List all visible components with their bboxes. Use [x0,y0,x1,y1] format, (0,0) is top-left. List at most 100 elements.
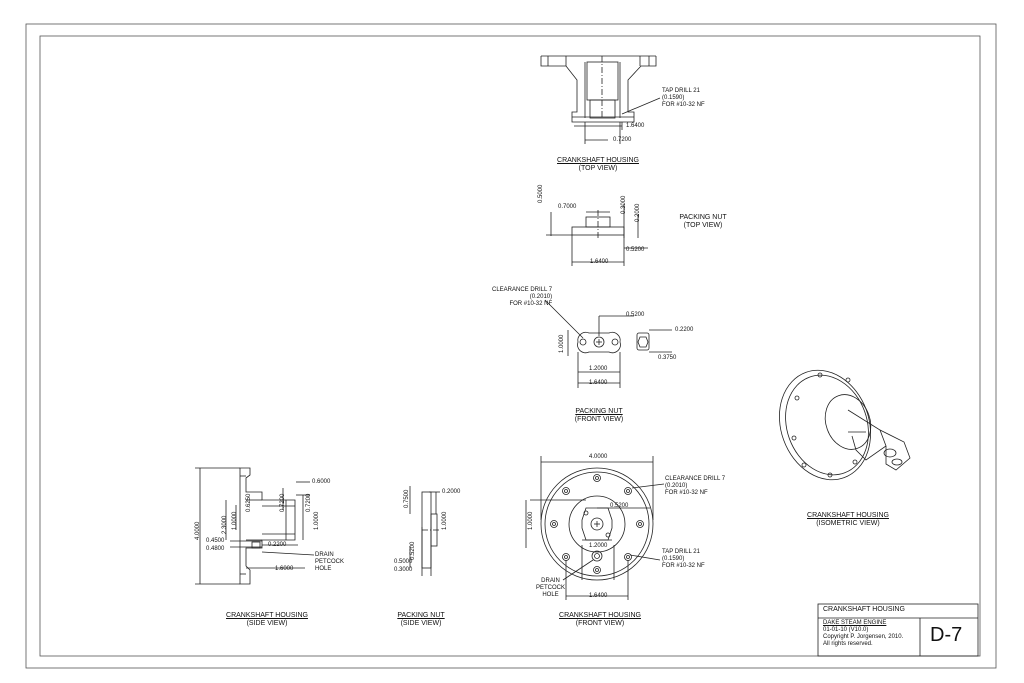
caption-title: CRANKSHAFT HOUSING [807,512,889,519]
dim-label: 0.7200 [613,137,632,143]
dim-label: 1.6400 [626,123,645,129]
caption-title: CRANKSHAFT HOUSING [226,612,308,619]
caption-title: PACKING NUT [397,612,445,619]
housing-top-view [540,55,661,144]
dim-label: 0.4500 [206,538,225,544]
note-line: FOR #10-32 NF [665,490,708,496]
view-caption-housing-front: CRANKSHAFT HOUSING (FRONT VIEW) [550,612,650,628]
inner-border [39,35,981,657]
dim-label: 0.6000 [312,479,331,485]
dim-label: 0.5000 [538,184,544,203]
title-block-sheet-number: D-7 [930,624,963,646]
view-caption-nut-side: PACKING NUT (SIDE VIEW) [386,612,456,628]
title-block-date: 01-01-10 (V10.0) [823,627,869,633]
caption-title: PACKING NUT [575,408,623,415]
note-line: (0.2010) [529,294,553,300]
view-caption-housing-iso: CRANKSHAFT HOUSING (ISOMETRIC VIEW) [798,512,898,528]
tap-drill-note-housing: TAP DRILL 21 (0.1590) FOR #10-32 NF [662,549,705,570]
clearance-note-housing: CLEARANCE DRILL 7 (0.2010) FOR #10-32 NF [665,476,725,497]
dim-label: 1.2000 [589,543,608,549]
note-line: (0.2010) [665,483,688,489]
caption-subtitle: (TOP VIEW) [683,222,723,229]
dim-label: 0.2200 [268,542,287,548]
caption-title: CRANKSHAFT HOUSING [559,612,641,619]
nut-top-view [546,204,648,266]
note-line: PETCOCK [536,585,566,591]
clearance-note-nut: CLEARANCE DRILL 7 (0.2010) FOR #10-32 NF [492,287,552,308]
dim-label: 0.5200 [610,503,629,509]
dim-label: 0.2200 [675,327,694,333]
note-line: DRAIN [541,578,560,584]
view-caption-housing-top: CRANKSHAFT HOUSING (TOP VIEW) [548,157,648,173]
note-line: (0.1590) [662,95,685,101]
nut-front-view [544,299,672,388]
dim-label: 1.2000 [589,366,608,372]
dim-label: 0.5200 [626,312,645,318]
housing-side-view [195,467,315,585]
note-line: TAP DRILL 21 [662,88,700,94]
note-line: HOLE [542,592,559,598]
title-block-rights: All rights reserved. [823,641,873,647]
note-line: FOR #10-32 NF [662,563,705,569]
note-line: (0.1590) [662,556,685,562]
note-line: CLEARANCE DRILL 7 [492,287,553,293]
nut-side-view [409,486,440,576]
title-block-part-name: CRANKSHAFT HOUSING [823,606,905,613]
note-line: TAP DRILL 21 [662,549,700,555]
note-line: DRAIN [315,552,334,558]
dim-label: 0.6250 [246,493,252,512]
view-caption-nut-front: PACKING NUT (FRONT VIEW) [554,408,644,424]
dim-label: 1.6400 [590,259,609,265]
title-block-project: DAKE STEAM ENGINE [823,620,887,626]
note-line: CLEARANCE DRILL 7 [665,476,726,482]
housing-isometric-view [779,369,911,481]
tap-drill-note-top: TAP DRILL 21 (0.1590) FOR #10-32 NF [662,88,705,109]
dim-label: 4.0000 [589,454,608,460]
note-line: FOR #10-32 NF [509,301,553,307]
caption-subtitle: (SIDE VIEW) [400,620,442,627]
outer-border [25,23,997,669]
dim-label: 0.3000 [394,567,413,573]
dim-label: 1.0000 [442,511,448,530]
note-line: FOR #10-32 NF [662,102,705,108]
note-line: PETCOCK [315,559,345,565]
caption-title: PACKING NUT [679,214,727,221]
title-block-frame [817,603,979,657]
caption-title: CRANKSHAFT HOUSING [557,157,639,164]
caption-subtitle: (SIDE VIEW) [246,620,288,627]
dim-label: 0.7000 [558,204,577,210]
dim-label: 0.7200 [280,493,286,512]
dim-label: 0.2000 [635,203,641,222]
drain-note-front: DRAIN PETCOCK HOLE [536,578,565,599]
dim-label: 1.0000 [559,334,565,353]
dim-label: 0.7500 [404,489,410,508]
dim-label: 0.3750 [658,355,677,361]
drain-note-side: DRAIN PETCOCK HOLE [315,552,344,573]
housing-front-view [525,456,665,600]
dim-label: 0.4800 [206,546,225,552]
dim-label: 0.7200 [306,493,312,512]
dim-label: 1.6000 [275,566,294,572]
caption-subtitle: (FRONT VIEW) [575,620,625,627]
dim-label: 1.6400 [589,593,608,599]
dim-label: 0.3000 [621,195,627,214]
caption-subtitle: (TOP VIEW) [578,165,618,172]
dim-label: 4.0000 [195,521,201,540]
dim-label: 0.2000 [442,489,461,495]
dim-label: 2.3000 [222,515,228,534]
dim-label: 1.0000 [314,511,320,530]
dim-label: 0.5200 [410,541,416,560]
caption-subtitle: (ISOMETRIC VIEW) [816,520,880,527]
dim-label: 0.5200 [626,247,645,253]
dim-label: 1.0000 [232,511,238,530]
note-line: HOLE [315,566,332,572]
view-caption-housing-side: CRANKSHAFT HOUSING (SIDE VIEW) [217,612,317,628]
dim-label: 1.6400 [589,380,608,386]
dim-label: 0.5000 [394,559,413,565]
caption-subtitle: (FRONT VIEW) [574,416,624,423]
title-block-copyright: Copyright P. Jorgensen, 2010. [823,634,904,640]
dim-label: 1.0000 [528,511,534,530]
view-caption-nut-top: PACKING NUT (TOP VIEW) [658,214,748,230]
